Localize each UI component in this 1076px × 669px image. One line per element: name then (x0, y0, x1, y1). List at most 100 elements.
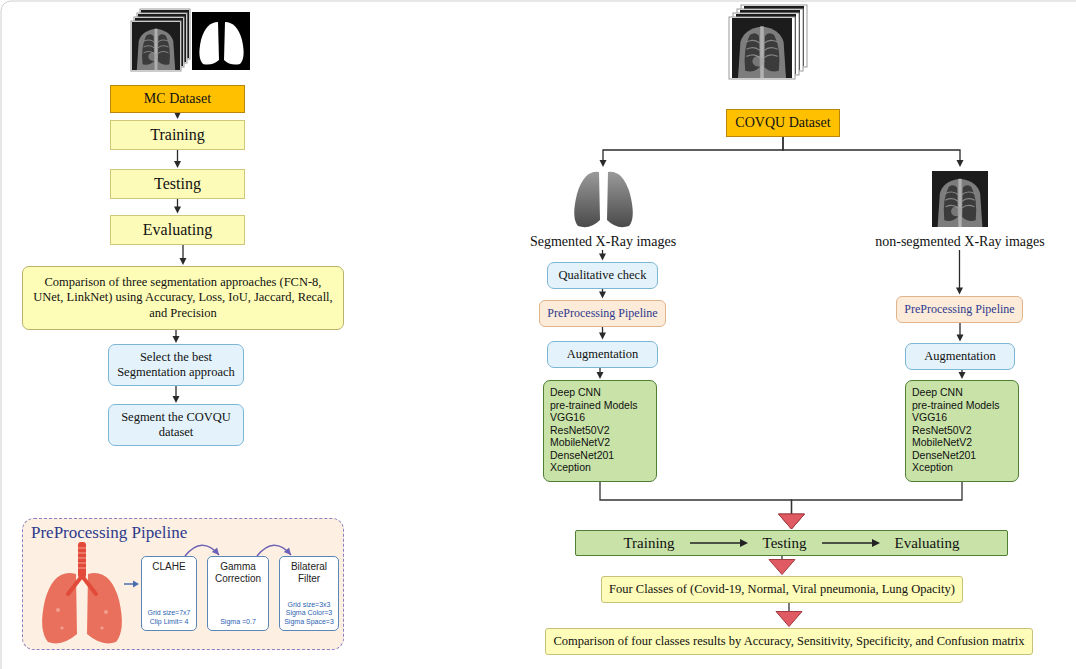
connector-line (959, 323, 960, 337)
connector (956, 250, 963, 295)
connector (769, 556, 795, 575)
flow-arrow-head (740, 539, 748, 547)
connector (599, 250, 606, 261)
node-text: Segment the COVQU dataset (115, 410, 237, 440)
arrowhead (180, 258, 187, 265)
node-subtext: MobileNetV2 (550, 436, 610, 449)
xray-stack (131, 9, 190, 71)
xray-image (932, 171, 988, 227)
connector-line (600, 482, 792, 514)
flow-arrow-line (690, 542, 741, 543)
process-band: TrainingTestingEvaluating (575, 530, 1008, 556)
connector-line (781, 556, 782, 560)
comparison-box: Comparison of three segmentation approac… (22, 266, 344, 330)
connector (783, 137, 964, 167)
node-text: Comparison of four classes results by Ac… (553, 634, 1024, 649)
node-text: Testing (154, 175, 201, 193)
pipeline-panel: PreProcessing PipelineCLAHEGrid size=7x7… (22, 518, 344, 650)
node-subtext: Grid size=3x3 Sigma Color=3 Sigma Space=… (282, 601, 336, 627)
pipeline-box: PreProcessing Pipeline (539, 300, 665, 327)
connector-line (182, 245, 183, 261)
arrowhead (769, 560, 795, 575)
connector (597, 368, 604, 380)
connector-line (257, 545, 291, 556)
node-text: non-segmented X-Ray images (875, 234, 1045, 250)
image-group: Segmented X-Ray images (518, 168, 688, 250)
arrowhead (284, 547, 291, 555)
connector-line (603, 137, 783, 162)
dataset-box: COVQU Dataset (726, 109, 840, 137)
node-subtext: Evaluating (895, 535, 960, 552)
process-box: Training (110, 120, 245, 150)
connector (599, 289, 606, 299)
process-box: Qualitative check (547, 262, 658, 289)
node-text: Bilateral Filter (282, 561, 336, 585)
flow-arrow (689, 537, 749, 549)
arrowhead (956, 288, 963, 295)
node-text: Select the best Segmentation approach (115, 350, 237, 380)
node-text: PreProcessing Pipeline (31, 523, 187, 543)
process-box: Select the best Segmentation approach (108, 344, 244, 386)
connector (600, 137, 784, 167)
node-subtext: VGG16 (550, 411, 585, 424)
connector-line (792, 482, 963, 514)
node-text: PreProcessing Pipeline (547, 306, 657, 321)
node-subtext: MobileNetV2 (912, 436, 972, 449)
arrowhead (957, 160, 964, 167)
connector-line (788, 603, 789, 612)
arrowhead (174, 161, 181, 168)
process-box: Augmentation (905, 343, 1015, 370)
node-text: PreProcessing Pipeline (904, 302, 1014, 317)
connector (779, 482, 963, 529)
process-box: Segment the COVQU dataset (108, 404, 244, 446)
comparison-box: Comparison of four classes results by Ac… (545, 628, 1032, 655)
connector-line (783, 137, 960, 162)
node-subtext: VGG16 (912, 411, 947, 424)
pipeline-box: PreProcessing Pipeline (896, 296, 1022, 323)
segmented-lungs (574, 172, 633, 227)
node-text: Augmentation (567, 347, 639, 362)
arrowhead (779, 514, 805, 529)
node-subtext: Grid size=7x7 Clip Limit= 4 (144, 609, 194, 626)
arrowhead (599, 292, 606, 299)
connector (173, 330, 180, 343)
arrowhead (597, 372, 604, 379)
node-text: Segmented X-Ray images (530, 234, 676, 250)
node-text: Deep CNN (912, 386, 963, 399)
panel-ground (22, 518, 344, 650)
connector (957, 323, 964, 342)
lung-mask (192, 12, 250, 70)
node-subtext: ResNet50V2 (912, 424, 972, 437)
node-text: MC Dataset (144, 91, 211, 107)
step-box: CLAHEGrid size=7x7 Clip Limit= 4 (141, 556, 197, 631)
connector-line (959, 250, 960, 290)
result-box: Four Classes of (Covid-19, Normal, Viral… (601, 576, 963, 603)
node-text: Deep CNN (550, 386, 601, 399)
xray-stack (729, 5, 807, 79)
connector (173, 386, 180, 403)
process-box: Augmentation (547, 341, 658, 368)
process-box: Testing (110, 169, 245, 199)
arrowhead (212, 547, 219, 555)
connector (174, 199, 181, 214)
connector (257, 545, 291, 556)
node-subtext: DenseNet201 (550, 449, 614, 462)
node-text: Augmentation (924, 349, 996, 364)
arrowhead (779, 514, 805, 529)
arrowhead (959, 372, 966, 379)
flow-arrow-line (822, 542, 873, 543)
node-text: Four Classes of (Covid-19, Normal, Viral… (609, 582, 955, 597)
arrowhead (957, 335, 964, 342)
connector-line (185, 545, 219, 556)
connector (174, 112, 181, 119)
input-arrow (124, 581, 139, 588)
model-box: Deep CNNpre-trained ModelsVGG16ResNet50V… (905, 380, 1019, 482)
connector (174, 150, 181, 168)
dataset-box: MC Dataset (110, 85, 245, 113)
node-subtext: Sigma =0.7 (220, 618, 256, 627)
node-text: Comparison of three segmentation approac… (33, 275, 333, 322)
arrowhead (174, 207, 181, 214)
arrowhead (174, 112, 181, 119)
